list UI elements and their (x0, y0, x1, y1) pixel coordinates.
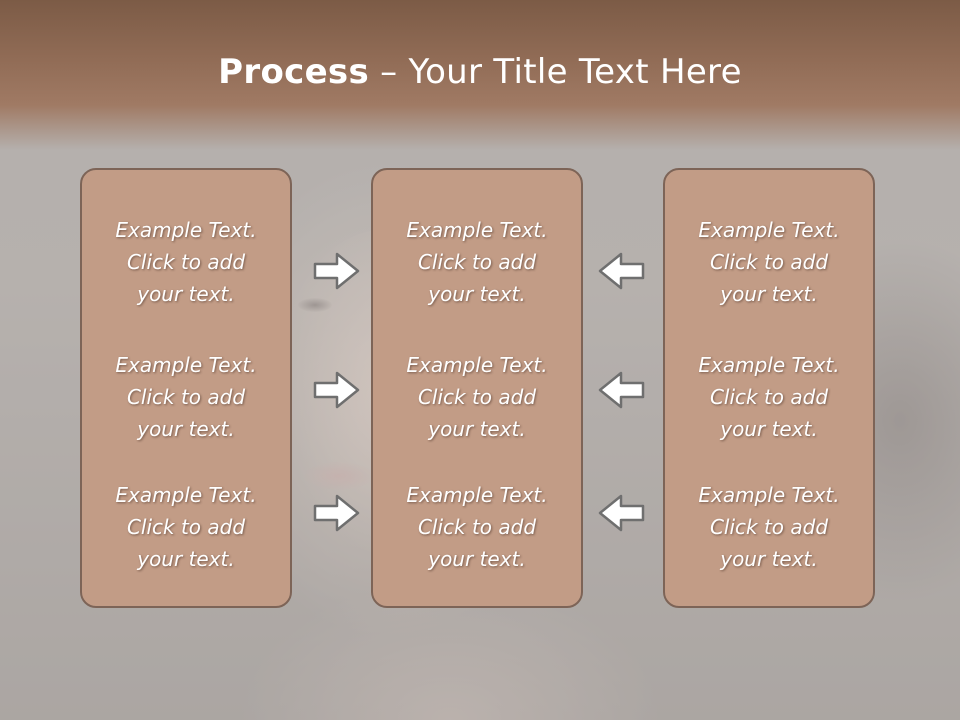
text-line: Example Text. (406, 353, 548, 377)
text-line: Click to add (126, 385, 246, 409)
text-line: Click to add (709, 515, 829, 539)
background-eye (298, 298, 332, 312)
text-block[interactable]: Example Text. Click to add your text. (373, 214, 581, 310)
text-block[interactable]: Example Text. Click to add your text. (373, 349, 581, 445)
text-line: Click to add (709, 250, 829, 274)
text-line: Example Text. (406, 483, 548, 507)
title-bar (0, 0, 960, 150)
left-process-box[interactable]: Example Text. Click to add your text. Ex… (80, 168, 292, 608)
text-block[interactable]: Example Text. Click to add your text. (665, 479, 873, 575)
middle-process-box[interactable]: Example Text. Click to add your text. Ex… (371, 168, 583, 608)
arrow-left-icon (598, 371, 645, 409)
text-block[interactable]: Example Text. Click to add your text. (82, 349, 290, 445)
arrow-left-icon (598, 494, 645, 532)
text-line: Example Text. (698, 353, 840, 377)
text-line: your text. (720, 547, 818, 571)
text-line: Example Text. (115, 353, 257, 377)
text-line: Example Text. (698, 218, 840, 242)
text-line: Click to add (126, 515, 246, 539)
text-block[interactable]: Example Text. Click to add your text. (665, 349, 873, 445)
text-line: your text. (137, 282, 235, 306)
text-block[interactable]: Example Text. Click to add your text. (373, 479, 581, 575)
title-bold: Process (218, 52, 370, 92)
title-rest: – Your Title Text Here (369, 52, 742, 92)
text-line: Example Text. (406, 218, 548, 242)
text-line: your text. (137, 417, 235, 441)
arrow-right-icon (313, 494, 360, 532)
text-block[interactable]: Example Text. Click to add your text. (82, 214, 290, 310)
text-line: Click to add (417, 385, 537, 409)
text-line: your text. (137, 547, 235, 571)
right-process-box[interactable]: Example Text. Click to add your text. Ex… (663, 168, 875, 608)
text-line: your text. (428, 282, 526, 306)
text-line: Example Text. (698, 483, 840, 507)
text-line: Example Text. (115, 218, 257, 242)
text-line: Click to add (417, 250, 537, 274)
background-lips (304, 462, 374, 490)
arrow-right-icon (313, 252, 360, 290)
text-block[interactable]: Example Text. Click to add your text. (665, 214, 873, 310)
text-line: your text. (720, 282, 818, 306)
text-line: your text. (720, 417, 818, 441)
text-line: Click to add (126, 250, 246, 274)
arrow-right-icon (313, 371, 360, 409)
text-line: Example Text. (115, 483, 257, 507)
text-line: your text. (428, 547, 526, 571)
text-line: Click to add (417, 515, 537, 539)
slide-title[interactable]: Process – Your Title Text Here (0, 52, 960, 92)
text-block[interactable]: Example Text. Click to add your text. (82, 479, 290, 575)
text-line: Click to add (709, 385, 829, 409)
arrow-left-icon (598, 252, 645, 290)
text-line: your text. (428, 417, 526, 441)
